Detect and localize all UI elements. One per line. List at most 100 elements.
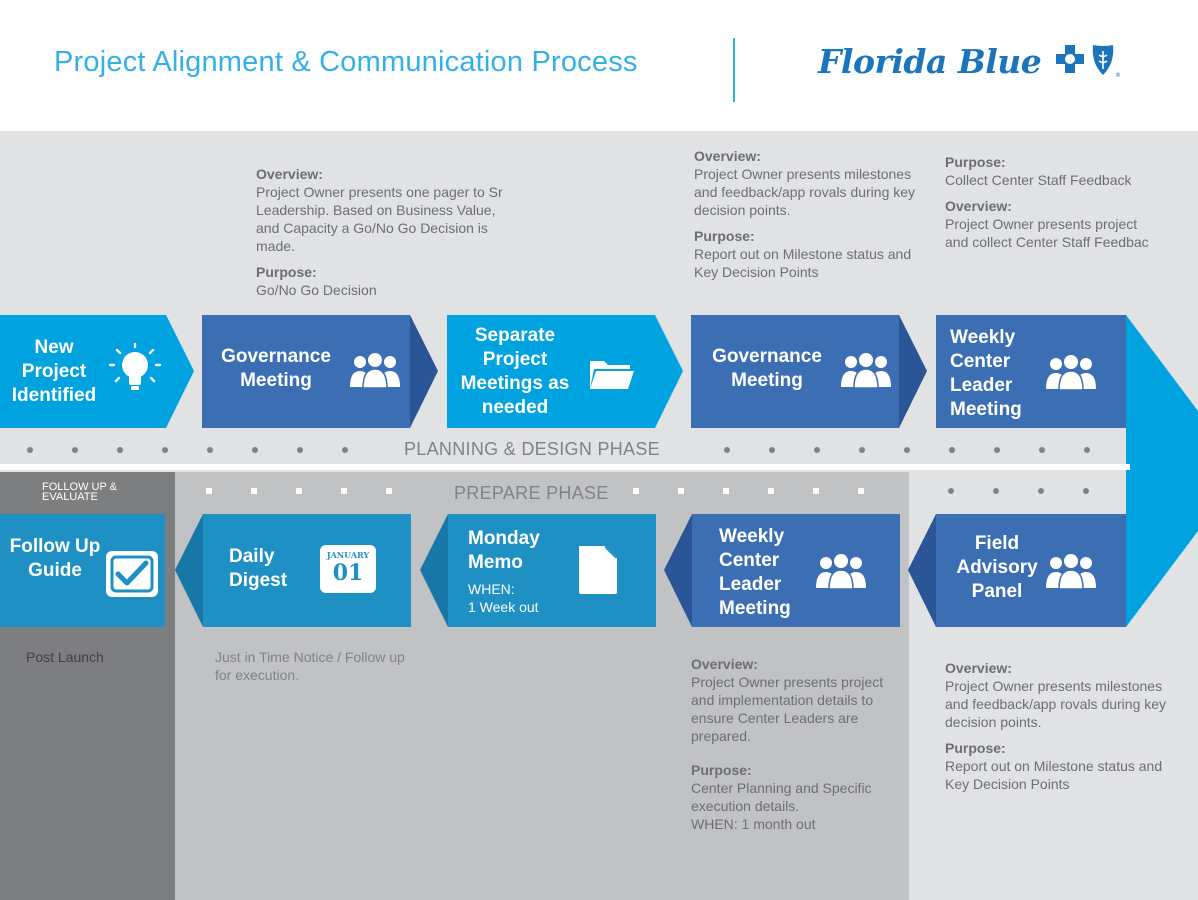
phase-dot [207, 447, 213, 453]
step-label: Weekly Center Leader Meeting [950, 327, 1022, 420]
step-follow-up-guide: Follow Up Guide [0, 514, 165, 627]
phase-dot [993, 488, 999, 494]
overview-text: Project Owner presents milestones and fe… [945, 678, 1167, 730]
planning-phase-label: PLANNING & DESIGN PHASE [404, 439, 660, 459]
phase-dot [117, 447, 123, 453]
prepare-phase-label: PREPARE PHASE [454, 483, 609, 503]
governance1-notes: Overview: Project Owner presents one pag… [256, 165, 516, 299]
phase-square [206, 488, 212, 494]
phase-dot [814, 447, 820, 453]
calendar-day: 01 [332, 560, 364, 586]
step-label: Follow Up Guide [9, 536, 101, 581]
step-label: Monday Memo [468, 528, 540, 573]
document-icon [579, 546, 617, 594]
overview-text: Project Owner presents one pager to Sr L… [256, 184, 503, 254]
purpose-text: Go/No Go Decision [256, 282, 377, 298]
when-text: WHEN: 1 month out [691, 816, 816, 832]
phase-dot [1039, 447, 1045, 453]
overview-text: Project Owner presents milestones and fe… [694, 166, 916, 218]
step-weekly-top: Weekly Center Leader Meeting [936, 315, 1126, 428]
purpose-label: Purpose: [945, 154, 1006, 170]
step-label: Separate Project Meetings as needed [460, 325, 570, 418]
weekly-top-notes: Purpose: Collect Center Staff Feedback O… [945, 153, 1160, 251]
phase-square [251, 488, 257, 494]
purpose-label: Purpose: [256, 264, 317, 280]
phase-square [296, 488, 302, 494]
phase-dot [904, 447, 910, 453]
overview-text: Project Owner presents project and colle… [945, 216, 1149, 250]
phase-divider-line [0, 464, 1130, 470]
phase-square [723, 488, 729, 494]
calendar-month: JANUARY [326, 550, 370, 560]
purpose-text: Report out on Milestone status and Key D… [694, 246, 912, 280]
step-label: Field Advisory Panel [956, 533, 1038, 602]
post-launch-note: Post Launch [26, 649, 104, 665]
field-panel-notes: Overview: Project Owner presents milesto… [945, 659, 1180, 793]
weekly-bottom-shape [664, 514, 900, 627]
folder-icon [590, 361, 634, 389]
calendar-icon: JANUARY 01 [320, 545, 376, 593]
daily-digest-shape [175, 514, 411, 627]
phase-dot [949, 447, 955, 453]
phase-dot [342, 447, 348, 453]
step-governance-2: Governance Meeting [691, 315, 899, 428]
phase-dot [859, 447, 865, 453]
overview-label: Overview: [945, 660, 1012, 676]
step-label: Daily Digest [229, 546, 288, 591]
step-daily-digest: Daily Digest JANUARY 01 [203, 514, 411, 627]
phase-square [633, 488, 639, 494]
step-weekly-bottom: Weekly Center Leader Meeting [692, 514, 900, 627]
purpose-text: Collect Center Staff Feedback [945, 172, 1132, 188]
purpose-label: Purpose: [691, 762, 752, 778]
step-governance-1: Governance Meeting [202, 315, 410, 428]
step-monday-memo: Monday Memo WHEN: 1 Week out [448, 514, 656, 627]
weekly-bottom-notes: Overview: Project Owner presents project… [691, 655, 906, 833]
step-label: Governance Meeting [712, 346, 822, 391]
svg-text:®: ® [1115, 72, 1121, 79]
phase-dot [948, 488, 954, 494]
purpose-text: Report out on Milestone status and Key D… [945, 758, 1163, 792]
step-label: New Project Identified [11, 337, 97, 406]
step-new-project: New Project Identified [0, 315, 166, 428]
phase-dot [1084, 447, 1090, 453]
overview-label: Overview: [256, 166, 323, 182]
step-label: Weekly Center Leader Meeting [719, 526, 791, 619]
phase-dot [1083, 488, 1089, 494]
people-icon [1046, 355, 1096, 391]
phase-dot [72, 447, 78, 453]
phase-dot [162, 447, 168, 453]
phase-dot [27, 447, 33, 453]
phase-dot [724, 447, 730, 453]
memo-when-label: WHEN: [468, 581, 515, 597]
people-icon [841, 353, 891, 389]
header-divider [733, 38, 735, 102]
purpose-text: Center Planning and Specific execution d… [691, 780, 872, 814]
step-label: Governance Meeting [221, 346, 331, 391]
people-icon [350, 353, 400, 389]
phase-square [678, 488, 684, 494]
phase-dot [297, 447, 303, 453]
overview-label: Overview: [691, 656, 758, 672]
people-icon [1046, 554, 1096, 590]
loop-connector-arrow [1126, 315, 1198, 627]
cross-shield-logo-icon: ® [1056, 45, 1121, 79]
checkbox-icon [106, 551, 158, 597]
step-separate-meetings: Separate Project Meetings as needed [447, 315, 655, 428]
phase-square [858, 488, 864, 494]
phase-square [768, 488, 774, 494]
field-panel-shape [908, 514, 1126, 627]
florida-blue-logo: Florida Blue [818, 42, 1042, 81]
lightbulb-icon [108, 343, 162, 390]
phase-dot [252, 447, 258, 453]
memo-when-value: 1 Week out [468, 599, 539, 615]
phase-dot [1038, 488, 1044, 494]
phase-square [813, 488, 819, 494]
phase-square [341, 488, 347, 494]
purpose-label: Purpose: [945, 740, 1006, 756]
monday-memo-shape [420, 514, 656, 627]
follow-up-phase-label: FOLLOW UP & EVALUATE [42, 481, 117, 503]
governance2-notes: Overview: Project Owner presents milesto… [694, 147, 926, 281]
people-icon [816, 554, 866, 590]
overview-text: Project Owner presents project and imple… [691, 674, 884, 744]
phase-dot [769, 447, 775, 453]
